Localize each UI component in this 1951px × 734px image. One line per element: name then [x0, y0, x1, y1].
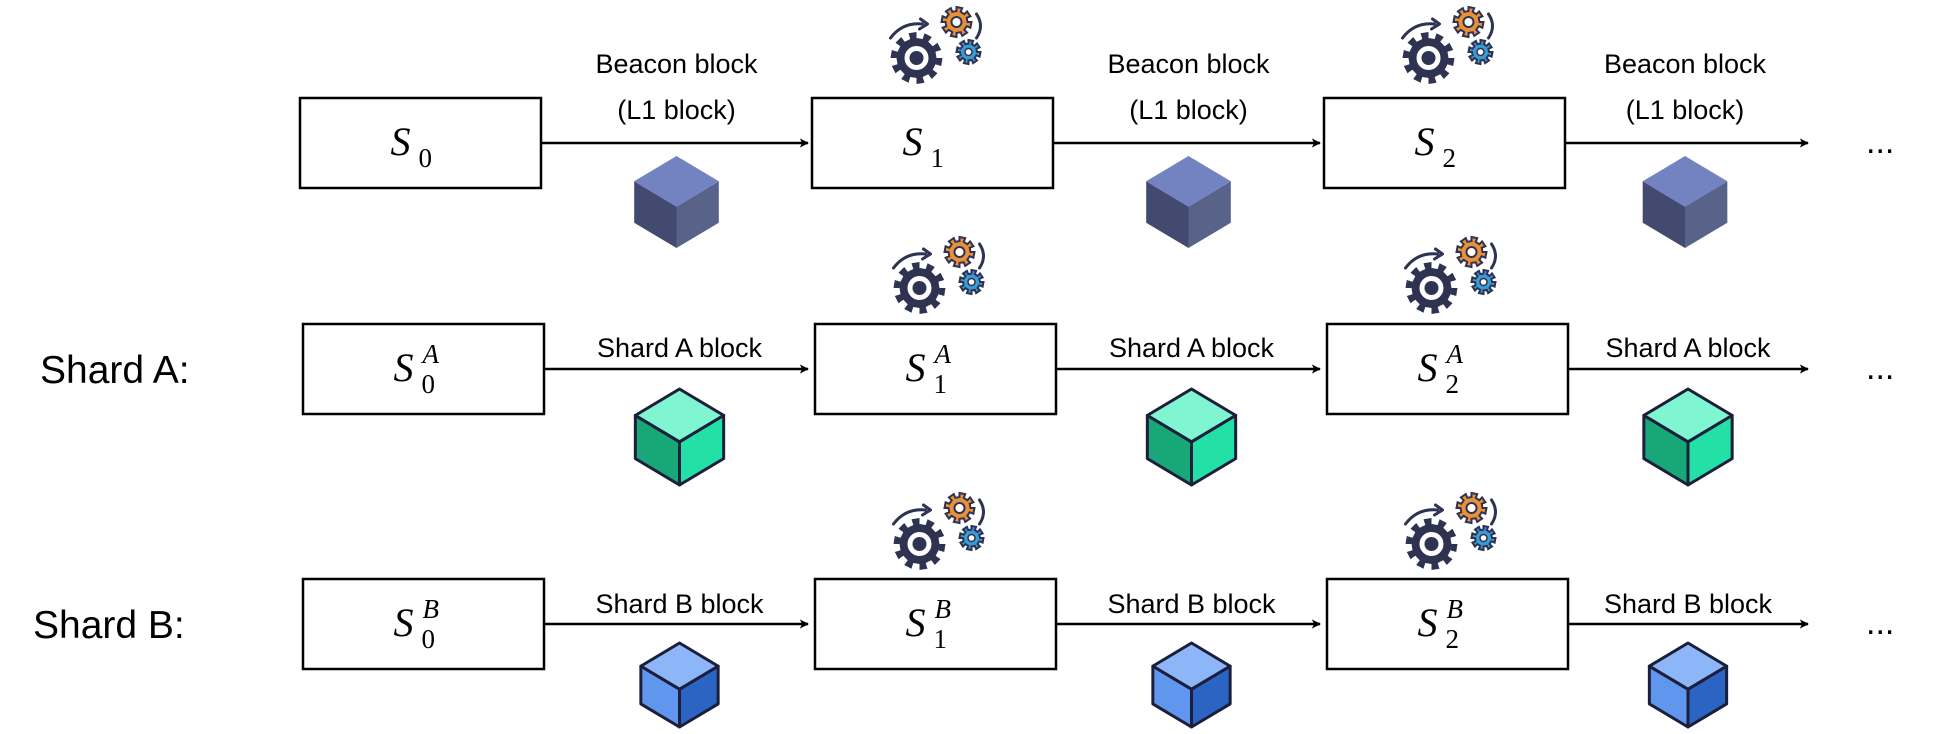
transition-label: Shard B block [1107, 589, 1276, 619]
cube-shard-b-icon [1647, 641, 1729, 729]
continuation-ellipsis: ... [1866, 349, 1894, 387]
state-superscript: B [935, 594, 952, 624]
transition-label: (L1 block) [1129, 95, 1248, 125]
state-subscript: 0 [419, 143, 433, 173]
gears-processing-icon [889, 5, 982, 84]
cube-beacon-icon [1146, 156, 1231, 248]
state-subscript: 0 [422, 369, 436, 399]
transition-label: Shard B block [1604, 589, 1773, 619]
cube-shard-b-icon [639, 641, 720, 729]
transition-label: (L1 block) [1626, 95, 1745, 125]
state-symbol: S [906, 345, 926, 390]
transition-label: Beacon block [1604, 49, 1767, 79]
cube-shard-a-icon [633, 387, 726, 487]
transition-shard-b-2: Shard B block [1568, 589, 1809, 729]
cube-shard-a-icon [1145, 387, 1238, 487]
state-symbol: S [903, 119, 923, 164]
transition-label: Shard A block [1109, 333, 1275, 363]
transition-label: Shard B block [595, 589, 764, 619]
state-symbol: S [394, 600, 414, 645]
transition-beacon-1: Beacon block (L1 block) [1053, 49, 1321, 248]
gears-processing-icon [892, 491, 985, 570]
continuation-ellipsis: ... [1866, 123, 1894, 161]
state-superscript: A [933, 339, 952, 369]
transition-shard-a-1: Shard A block [1056, 333, 1321, 487]
gears-processing-icon [1404, 235, 1497, 314]
state-symbol: S [1415, 119, 1435, 164]
transition-label: Beacon block [595, 49, 758, 79]
gears-processing-icon [1401, 5, 1494, 84]
state-subscript: 0 [422, 624, 436, 654]
transition-label: Shard A block [1605, 333, 1771, 363]
state-symbol: S [391, 119, 411, 164]
gears-processing-icon [892, 235, 985, 314]
state-symbol: S [1418, 600, 1438, 645]
transition-shard-a-2: Shard A block [1568, 333, 1809, 487]
state-subscript: 1 [934, 369, 948, 399]
state-symbol: S [906, 600, 926, 645]
cube-beacon-icon [1642, 156, 1728, 248]
state-symbol: S [1418, 345, 1438, 390]
transition-label: Shard A block [597, 333, 763, 363]
continuation-ellipsis: ... [1866, 604, 1894, 642]
transition-label: Beacon block [1107, 49, 1270, 79]
cube-beacon-icon [634, 156, 719, 248]
transition-label: (L1 block) [617, 95, 736, 125]
state-subscript: 2 [1443, 143, 1457, 173]
state-superscript: A [1445, 339, 1464, 369]
state-superscript: A [421, 339, 440, 369]
cube-shard-a-icon [1642, 387, 1734, 487]
transition-shard-b-0: Shard B block [544, 589, 809, 729]
state-subscript: 2 [1446, 624, 1460, 654]
transition-beacon-0: Beacon block (L1 block) [541, 49, 809, 248]
transition-beacon-2: Beacon block (L1 block) [1565, 49, 1809, 248]
row-label-shard-a: Shard A: [40, 349, 190, 392]
transition-shard-b-1: Shard B block [1056, 589, 1321, 729]
row-label-shard-b: Shard B: [33, 604, 185, 647]
gears-processing-icon [1404, 491, 1497, 570]
state-superscript: B [1447, 594, 1464, 624]
state-superscript: B [423, 594, 440, 624]
state-subscript: 2 [1446, 369, 1460, 399]
cube-shard-b-icon [1151, 641, 1232, 729]
state-subscript: 1 [934, 624, 948, 654]
state-subscript: 1 [931, 143, 945, 173]
transition-shard-a-0: Shard A block [544, 333, 809, 487]
state-symbol: S [394, 345, 414, 390]
